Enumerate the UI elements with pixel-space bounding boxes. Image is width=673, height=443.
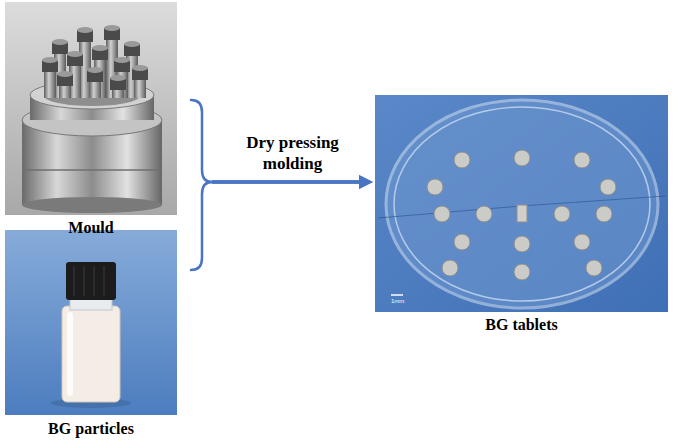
pin-top — [110, 75, 126, 81]
tablet — [442, 260, 458, 276]
pin-top — [67, 51, 83, 57]
tablet — [476, 206, 492, 222]
pin-top — [87, 67, 103, 73]
tablet — [514, 264, 530, 280]
pin — [44, 70, 56, 98]
tablet — [554, 206, 570, 222]
brace — [191, 100, 212, 182]
pin-top — [104, 25, 120, 31]
tablet — [596, 206, 612, 222]
arrow-shaft — [212, 180, 359, 184]
arrowhead — [359, 175, 373, 189]
pin-top — [77, 27, 93, 33]
tablets-photo — [375, 95, 668, 312]
photo-panel: BG tablets — [375, 95, 668, 336]
arrowhead — [359, 175, 373, 189]
tablet — [427, 179, 443, 195]
photo-panel: Mould — [5, 2, 177, 239]
tablet — [574, 234, 590, 250]
tablet — [514, 236, 530, 252]
edge-label: Dry pressing molding — [223, 132, 363, 175]
tablet — [600, 179, 616, 195]
arrow-shaft — [212, 180, 359, 184]
tablet — [454, 234, 470, 250]
mould-photo — [5, 2, 177, 215]
caption: BG particles — [5, 419, 177, 438]
pin-top — [52, 39, 68, 45]
tablet — [574, 152, 590, 168]
tablet — [434, 206, 450, 222]
pin-top — [132, 65, 148, 71]
pin-top — [42, 57, 58, 63]
pin-top — [114, 57, 130, 63]
pin — [89, 80, 101, 98]
merge-arrow — [191, 175, 373, 270]
pin — [134, 78, 146, 98]
tablet — [454, 152, 470, 168]
pin-top — [57, 71, 73, 77]
pin-top — [124, 41, 140, 47]
pin-top — [92, 45, 108, 51]
caption: Mould — [5, 218, 177, 237]
pin — [59, 84, 71, 98]
merge-arrow — [191, 100, 373, 189]
scale-label: 1mm — [391, 298, 404, 304]
photo-panel: BG particles — [5, 230, 177, 440]
caption: BG tablets — [375, 315, 668, 334]
vial-photo — [5, 230, 177, 415]
brace — [191, 182, 212, 270]
tablet — [586, 260, 602, 276]
tablet — [514, 150, 530, 166]
